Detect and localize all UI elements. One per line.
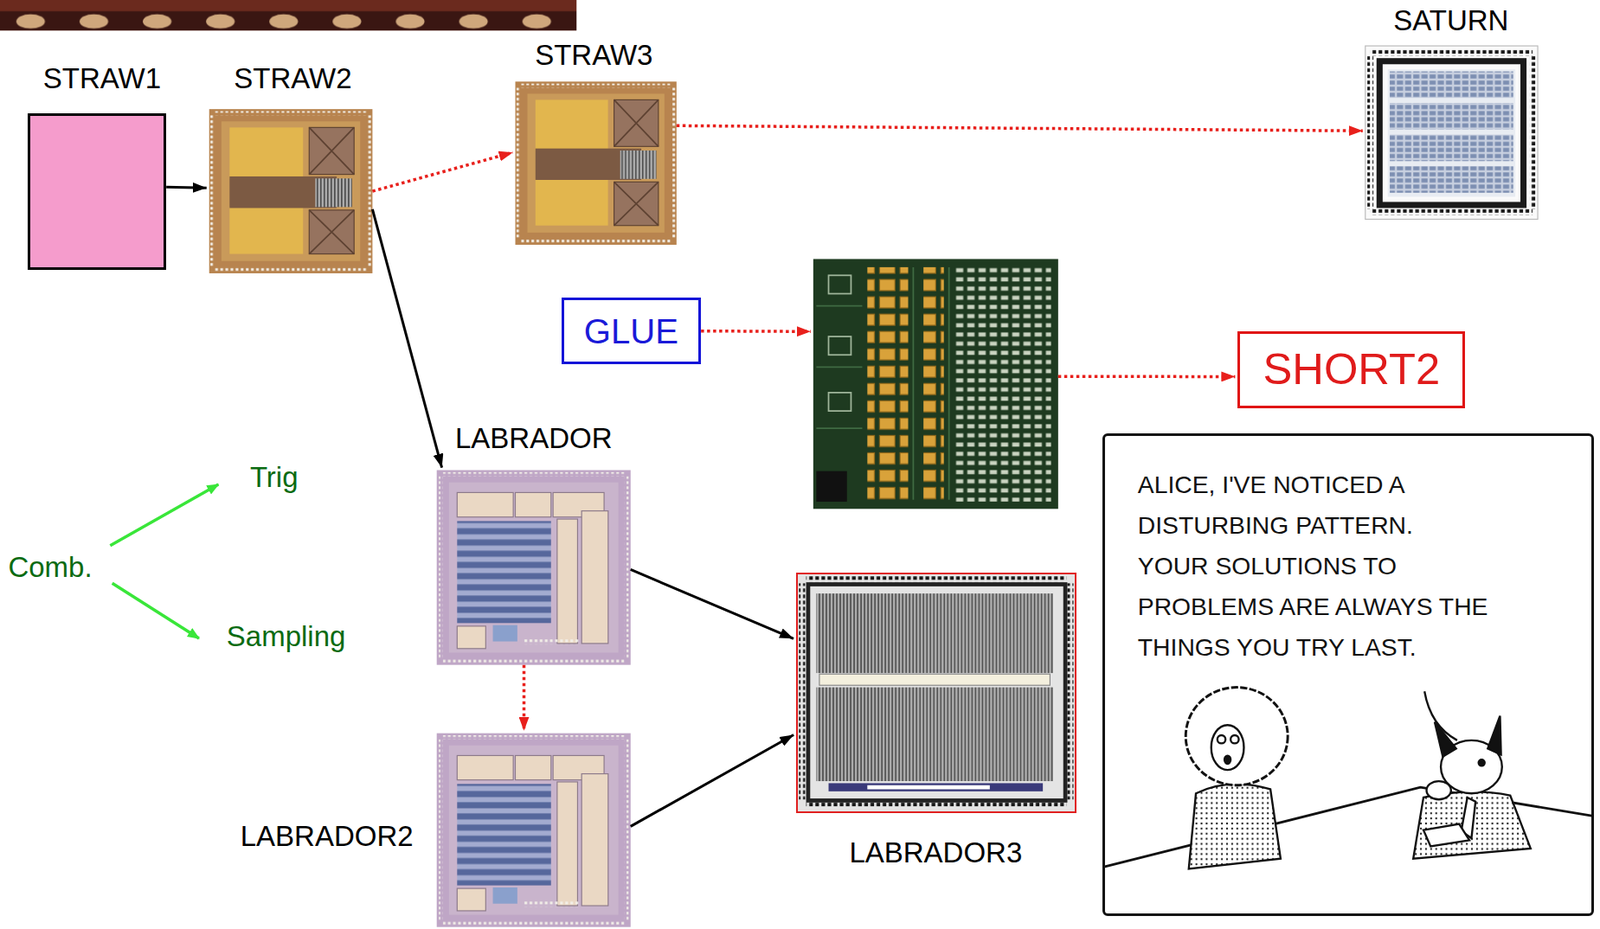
chip-layout: LABRADOR3 xyxy=(796,572,1077,814)
chip-die-art xyxy=(515,81,677,245)
connector xyxy=(630,569,794,639)
chip-name: SATURN xyxy=(1393,4,1509,38)
connector xyxy=(166,186,207,190)
chip-name: STRAW3 xyxy=(534,38,653,72)
chip-name: LABRADOR xyxy=(455,422,613,456)
chip-name: STRAW1 xyxy=(43,62,161,96)
planned-connector xyxy=(522,665,527,732)
saturn-layout xyxy=(1365,45,1538,219)
planned-connector xyxy=(676,125,1363,131)
photo-strip xyxy=(0,0,577,31)
circuit-board-photo xyxy=(813,258,1059,509)
circuit-board xyxy=(813,259,1059,510)
chip-die: LABRADOR xyxy=(436,470,631,666)
box-label: SHORT2 xyxy=(1263,344,1441,395)
chip-name: STRAW2 xyxy=(233,62,352,96)
green-arrows xyxy=(109,484,219,639)
concept-box: SHORT2 xyxy=(1237,331,1466,408)
comic-drawing xyxy=(1104,687,1593,870)
box-label: GLUE xyxy=(584,311,679,352)
chip-die-art xyxy=(436,733,631,928)
chip-die: STRAW3 xyxy=(515,81,677,245)
planned-connector xyxy=(700,329,811,334)
speech-text: ALICE, I'VE NOTICED A DISTURBING PATTERN… xyxy=(1137,464,1491,669)
annotation-label: Sampling xyxy=(226,620,347,654)
planned-connector xyxy=(1058,375,1236,380)
comic-panel: ALICE, I'VE NOTICED A DISTURBING PATTERN… xyxy=(1102,433,1594,917)
chip-name: LABRADOR2 xyxy=(240,820,414,854)
chip-die-art xyxy=(209,109,373,274)
planned-connector xyxy=(372,152,513,192)
chip-name: LABRADOR3 xyxy=(848,836,1022,870)
annotation-label: Comb. xyxy=(7,551,92,585)
chip-die: SATURN xyxy=(1365,45,1538,219)
labrador3-layout xyxy=(796,573,1076,813)
chip-die: STRAW2 xyxy=(209,109,373,274)
prototype-box: STRAW1 xyxy=(27,113,167,271)
connector xyxy=(630,734,794,827)
chip-die: LABRADOR2 xyxy=(436,733,631,928)
chip-die-art xyxy=(436,469,631,665)
annotation-label: Trig xyxy=(250,461,299,495)
connector xyxy=(372,209,442,469)
concept-box: GLUE xyxy=(561,297,702,365)
